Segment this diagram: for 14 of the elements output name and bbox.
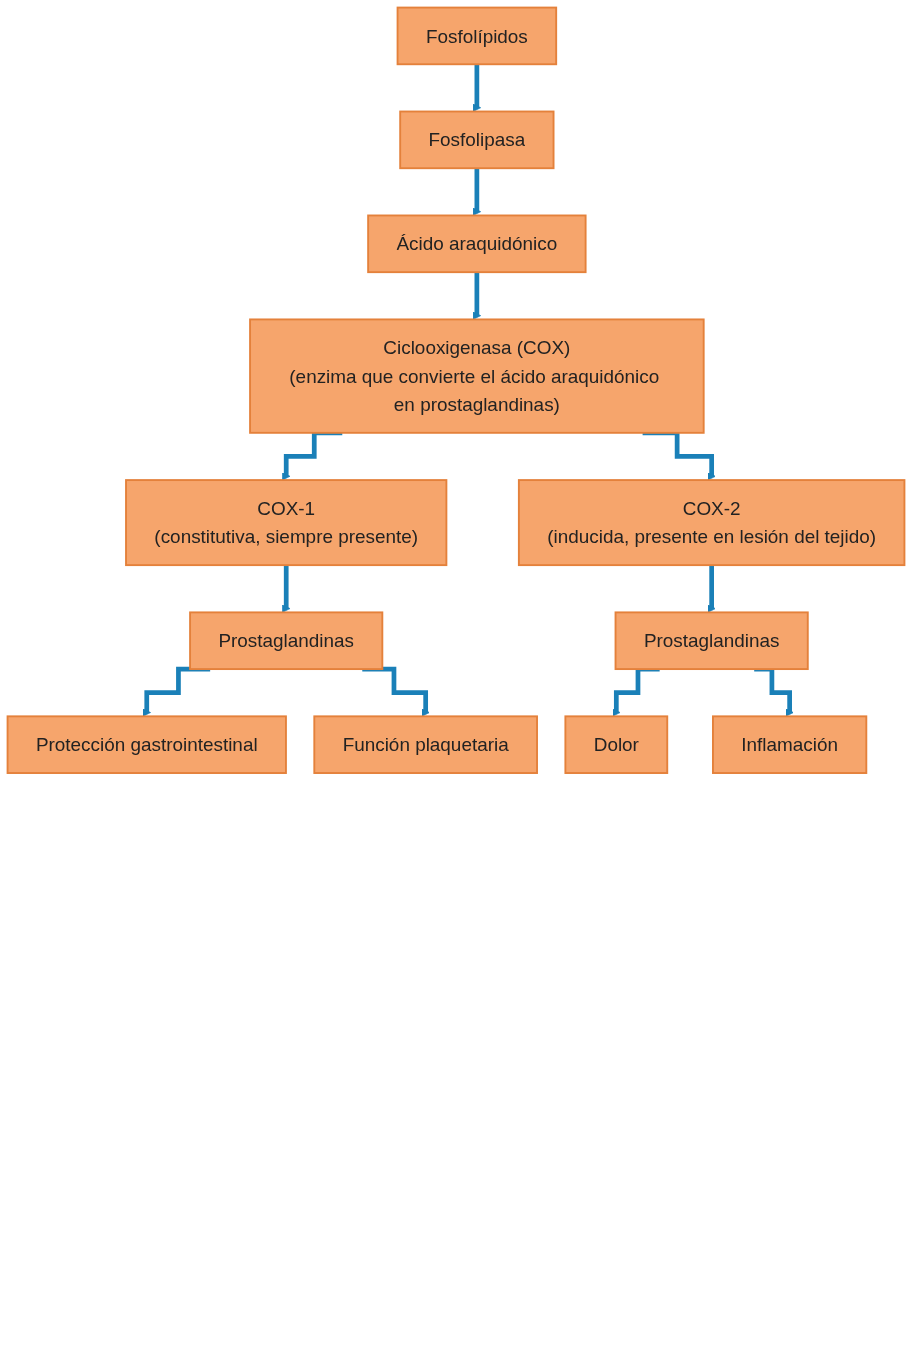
node-box: Inflamación (712, 715, 868, 774)
arrow (362, 666, 430, 717)
node-box: Prostaglandinas (614, 611, 809, 671)
node-box: Fosfolipasa (399, 110, 555, 170)
node-box: Dolor (564, 715, 669, 774)
arrow (142, 666, 211, 717)
node-box: COX-2 (inducida, presente en lesión del tejido) (517, 479, 906, 567)
node-box: Ciclooxigenasa (COX) (enzima que convierte el ácido araquidónico en prostaglandinas) (249, 318, 705, 434)
node-box: COX-1 (constitutiva, siempre presente) (125, 479, 448, 567)
node-box: Protección gastrointestinal (6, 715, 287, 774)
node-box: Función plaquetaria (313, 715, 538, 774)
node-box: Prostaglandinas (189, 611, 384, 671)
node-box: Fosfolípidos (396, 6, 558, 66)
node-box: Ácido araquidónico (367, 214, 587, 274)
